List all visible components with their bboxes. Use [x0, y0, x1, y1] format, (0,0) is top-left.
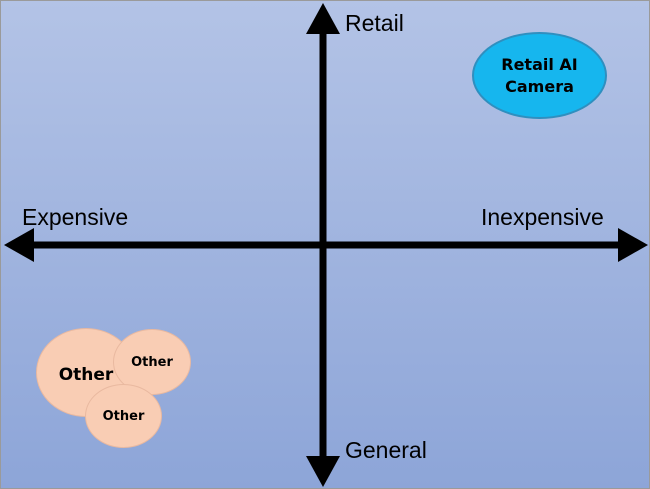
- horizontal-axis-right-arrowhead: [618, 228, 648, 262]
- retail-ai-camera-label-line2: Camera: [505, 76, 574, 96]
- horizontal-axis-left-arrowhead: [4, 228, 34, 262]
- retail-ai-camera-bubble: Retail AI Camera: [472, 32, 607, 119]
- axis-label-general: General: [345, 437, 427, 463]
- axis-label-expensive: Expensive: [22, 204, 129, 230]
- other-bubble-small-top-label: Other: [131, 354, 173, 370]
- vertical-axis-top-arrowhead: [306, 3, 340, 34]
- other-bubble-large-label: Other: [58, 364, 114, 385]
- retail-ai-camera-label: Retail AI Camera: [501, 54, 578, 97]
- other-bubble-small-bottom-label: Other: [102, 408, 145, 424]
- retail-ai-camera-label-line1: Retail AI: [501, 54, 578, 74]
- axis-label-retail: Retail: [345, 10, 404, 36]
- vertical-axis-bottom-arrowhead: [306, 456, 340, 487]
- other-bubble-small-bottom: Other: [85, 384, 162, 448]
- axis-label-inexpensive: Inexpensive: [481, 204, 604, 230]
